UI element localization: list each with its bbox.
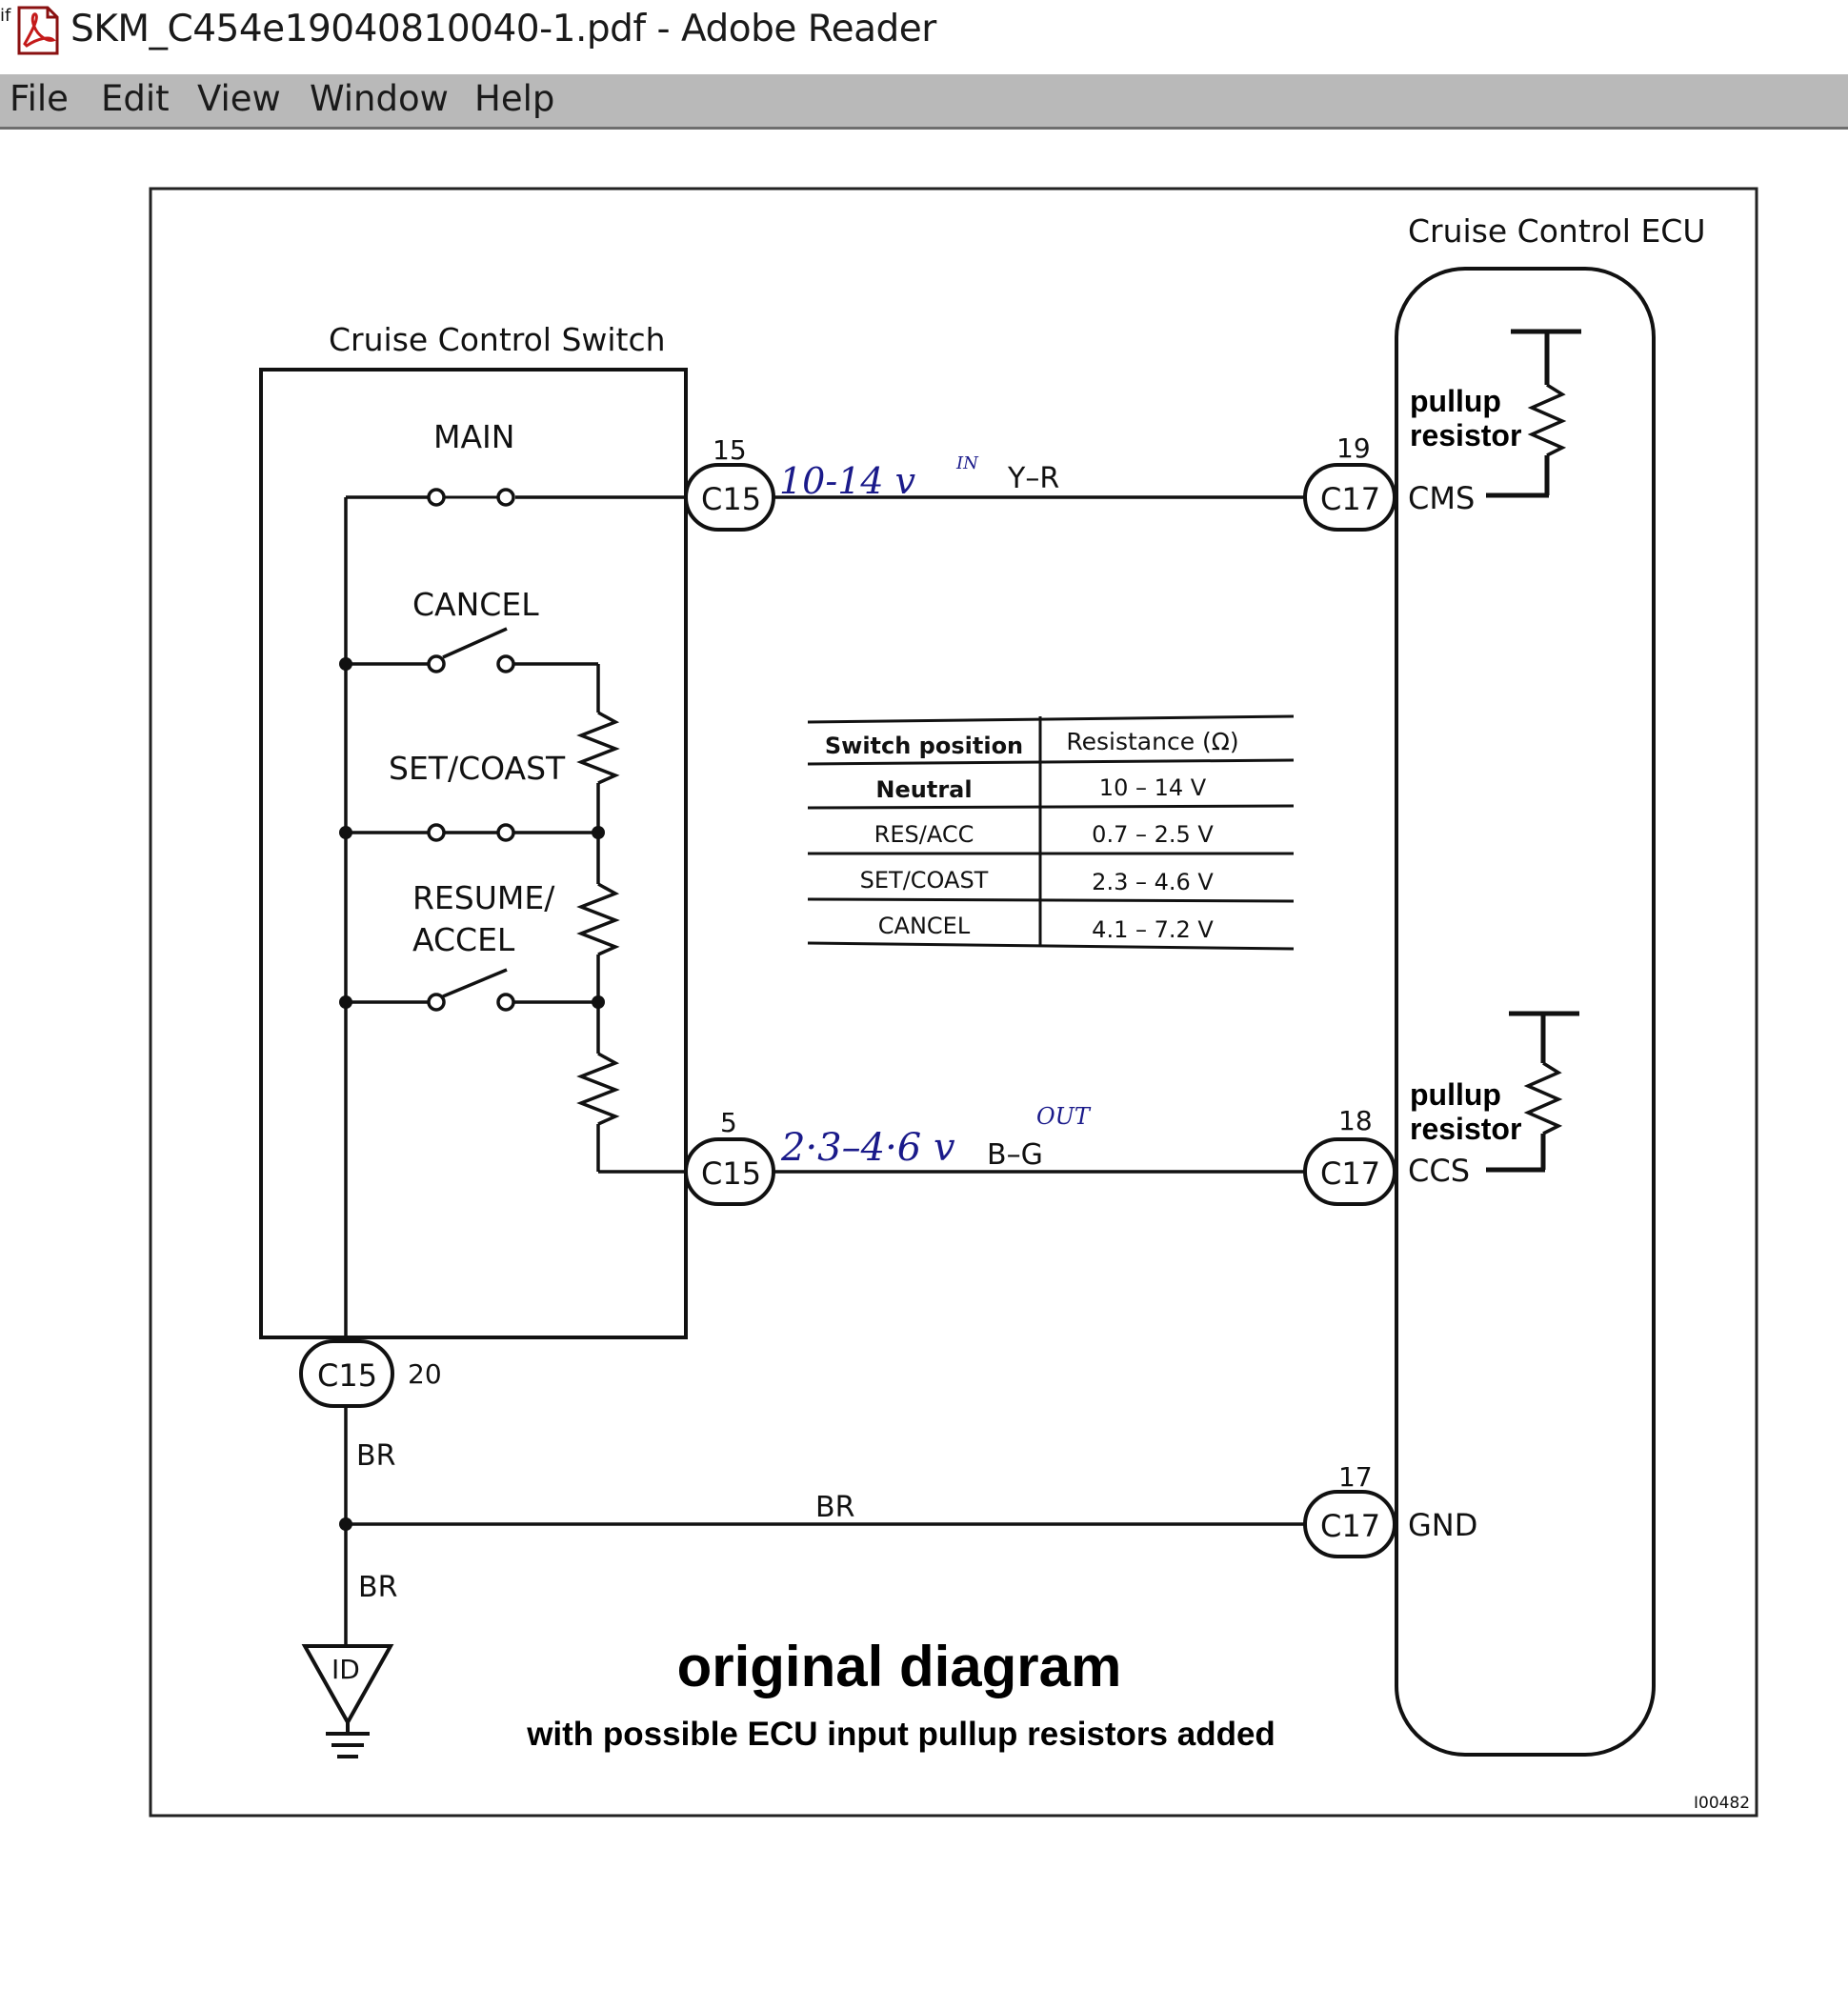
figure-code: I00482 bbox=[1694, 1794, 1750, 1813]
caption-title: original diagram bbox=[677, 1635, 1122, 1698]
wire-label-br-horizontal: BR bbox=[815, 1491, 854, 1524]
table-cell: SET/COAST bbox=[860, 867, 989, 894]
pullup-resistor-top bbox=[1486, 329, 1581, 498]
table-cell: CANCEL bbox=[878, 913, 971, 939]
handwritten-top-voltage: 10-14 v bbox=[779, 460, 916, 502]
table-cell: 2.3 – 4.6 V bbox=[1092, 869, 1214, 895]
table-cell: 10 – 14 V bbox=[1099, 774, 1207, 801]
wire-label-y-r: Y–R bbox=[1007, 462, 1059, 495]
menu-window[interactable]: Window bbox=[310, 78, 449, 119]
pullup-resistor-bottom bbox=[1486, 1011, 1579, 1173]
connector-c17-bottom: C17 bbox=[1320, 1508, 1380, 1544]
ecu-box bbox=[1395, 267, 1656, 1757]
connector-c15-top: C15 bbox=[701, 481, 761, 517]
wire-label-br-lower: BR bbox=[358, 1571, 397, 1604]
connector-c15-bottom: C15 bbox=[317, 1357, 377, 1394]
ground-symbol bbox=[301, 1644, 394, 1758]
switch-label-accel: ACCEL bbox=[412, 921, 515, 958]
connector-c17-mid: C17 bbox=[1320, 1155, 1380, 1192]
pullup-bottom-line2: resistor bbox=[1410, 1112, 1521, 1146]
ecu-pin-cms: CMS bbox=[1408, 480, 1475, 516]
pullup-bottom-line1: pullup bbox=[1410, 1077, 1501, 1112]
pullup-top-line2: resistor bbox=[1410, 418, 1521, 452]
table-cell: 0.7 – 2.5 V bbox=[1092, 821, 1214, 848]
table-rows: Neutral 10 – 14 V RES/ACC 0.7 – 2.5 V SE… bbox=[860, 774, 1215, 943]
page-frame bbox=[149, 187, 1758, 1818]
menu-view[interactable]: View bbox=[197, 78, 281, 119]
switch-internal-wiring bbox=[344, 495, 1309, 1646]
connector-shapes bbox=[299, 463, 1396, 1558]
pullup-top-line1: pullup bbox=[1410, 384, 1501, 418]
switch-label-resume: RESUME/ bbox=[412, 879, 555, 916]
table-cell: Neutral bbox=[875, 776, 972, 803]
table-cell: RES/ACC bbox=[874, 821, 974, 848]
menu-file[interactable]: File bbox=[10, 78, 69, 119]
switch-label-set-coast: SET/COAST bbox=[389, 750, 566, 787]
table-cell: 4.1 – 7.2 V bbox=[1092, 916, 1214, 943]
title-bar: if SKM_C454e19040810040-1.pdf - Adobe Re… bbox=[0, 0, 1848, 72]
menu-edit[interactable]: Edit bbox=[101, 78, 170, 119]
connector-c15-mid: C15 bbox=[701, 1155, 761, 1192]
ecu-pin-gnd: GND bbox=[1408, 1507, 1477, 1543]
switch-label-main: MAIN bbox=[433, 418, 514, 455]
junction-dots bbox=[339, 657, 605, 1531]
switch-box bbox=[259, 368, 688, 1339]
table-header-position: Switch position bbox=[825, 733, 1023, 759]
switch-contacts bbox=[427, 488, 515, 1012]
menu-bar: File Edit View Window Help bbox=[0, 74, 1848, 130]
pin-19: 19 bbox=[1336, 432, 1371, 464]
pin-18: 18 bbox=[1338, 1105, 1373, 1136]
menu-help[interactable]: Help bbox=[474, 78, 555, 119]
pin-20: 20 bbox=[408, 1358, 442, 1390]
pin-17: 17 bbox=[1338, 1461, 1373, 1493]
handwritten-top-direction: IN bbox=[955, 453, 979, 473]
table-header-resistance: Resistance (Ω) bbox=[1066, 728, 1238, 755]
caption-subtitle: with possible ECU input pullup resistors… bbox=[526, 1716, 1276, 1753]
pin-15: 15 bbox=[713, 434, 747, 466]
window-title: SKM_C454e19040810040-1.pdf - Adobe Reade… bbox=[70, 8, 936, 50]
wire-label-br-upper: BR bbox=[356, 1439, 395, 1473]
handwritten-mid-voltage: 2·3–4·6 v bbox=[780, 1126, 955, 1170]
pin-5: 5 bbox=[720, 1107, 737, 1138]
pdf-file-icon: if bbox=[0, 6, 59, 55]
ecu-title: Cruise Control ECU bbox=[1408, 212, 1706, 250]
switch-title: Cruise Control Switch bbox=[329, 321, 666, 358]
connector-c17-top: C17 bbox=[1320, 481, 1380, 517]
ground-label: ID bbox=[331, 1654, 360, 1685]
handwritten-mid-direction: OUT bbox=[1036, 1103, 1092, 1130]
ecu-pin-ccs: CCS bbox=[1408, 1153, 1470, 1189]
svg-text:if: if bbox=[0, 6, 11, 26]
voltage-table-grid bbox=[807, 714, 1295, 951]
switch-label-cancel: CANCEL bbox=[412, 586, 539, 623]
wire-label-b-g: B–G bbox=[987, 1138, 1043, 1172]
